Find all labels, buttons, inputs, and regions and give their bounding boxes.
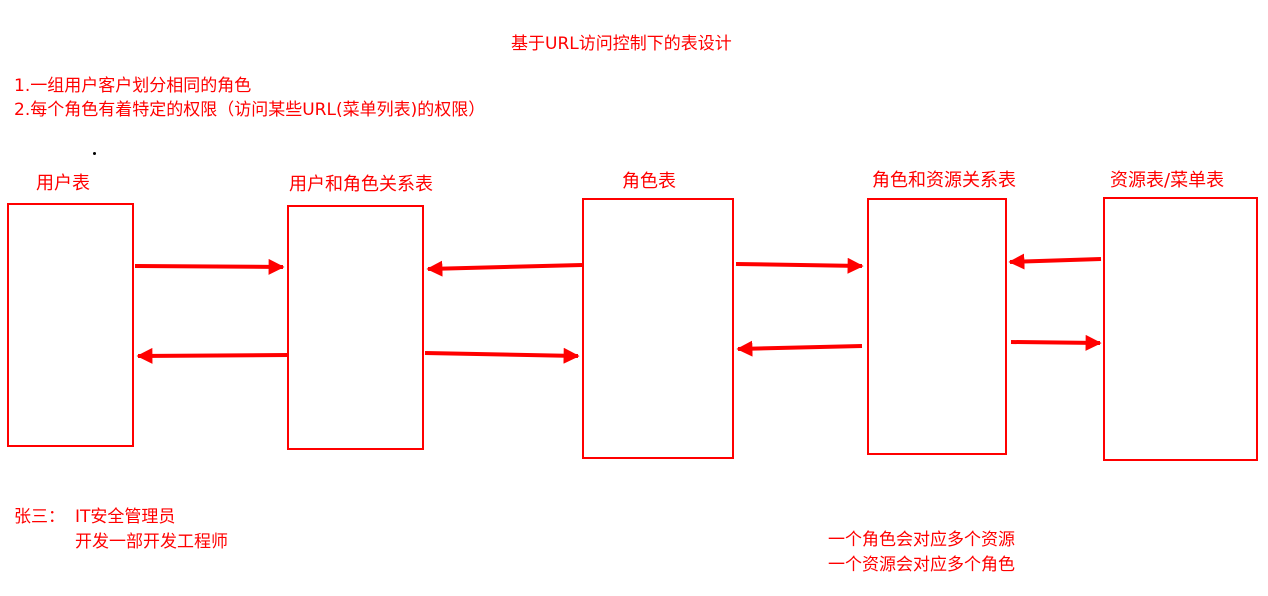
diagram-title: 基于URL访问控制下的表设计 <box>511 34 732 54</box>
box-role-resource-table <box>867 198 1007 455</box>
note-2: 2.每个角色有着特定的权限（访问某些URL(菜单列表)的权限） <box>14 100 486 120</box>
box-resource-table <box>1103 197 1258 461</box>
example-role-2: 开发一部开发工程师 <box>75 532 228 552</box>
arrow-roleresource-to-role <box>736 340 863 357</box>
arrow-role-to-userrole <box>426 260 583 277</box>
label-user-role-table: 用户和角色关系表 <box>289 174 433 195</box>
example-name-label: 张三： <box>14 507 65 527</box>
box-user-role-table <box>287 205 424 450</box>
note-1: 1.一组用户客户划分相同的角色 <box>14 76 252 96</box>
arrow-role-to-roleresource <box>735 257 864 274</box>
relation-note-2: 一个资源会对应多个角色 <box>828 555 1015 575</box>
arrow-userrole-to-user <box>136 347 289 364</box>
label-resource-table: 资源表/菜单表 <box>1110 170 1225 191</box>
box-role-table <box>582 198 734 459</box>
arrow-resource-to-roleresource <box>1008 253 1102 270</box>
label-role-resource-table: 角色和资源关系表 <box>872 170 1016 191</box>
label-role-table: 角色表 <box>622 171 676 192</box>
box-user-table <box>7 203 134 447</box>
label-user-table: 用户表 <box>36 173 90 194</box>
relation-note-1: 一个角色会对应多个资源 <box>828 530 1015 550</box>
arrow-user-to-userrole <box>134 258 285 275</box>
example-role-1: IT安全管理员 <box>75 507 176 527</box>
arrow-userrole-to-role <box>424 347 580 364</box>
arrow-roleresource-to-resource <box>1010 334 1102 351</box>
stray-dot <box>93 152 96 155</box>
